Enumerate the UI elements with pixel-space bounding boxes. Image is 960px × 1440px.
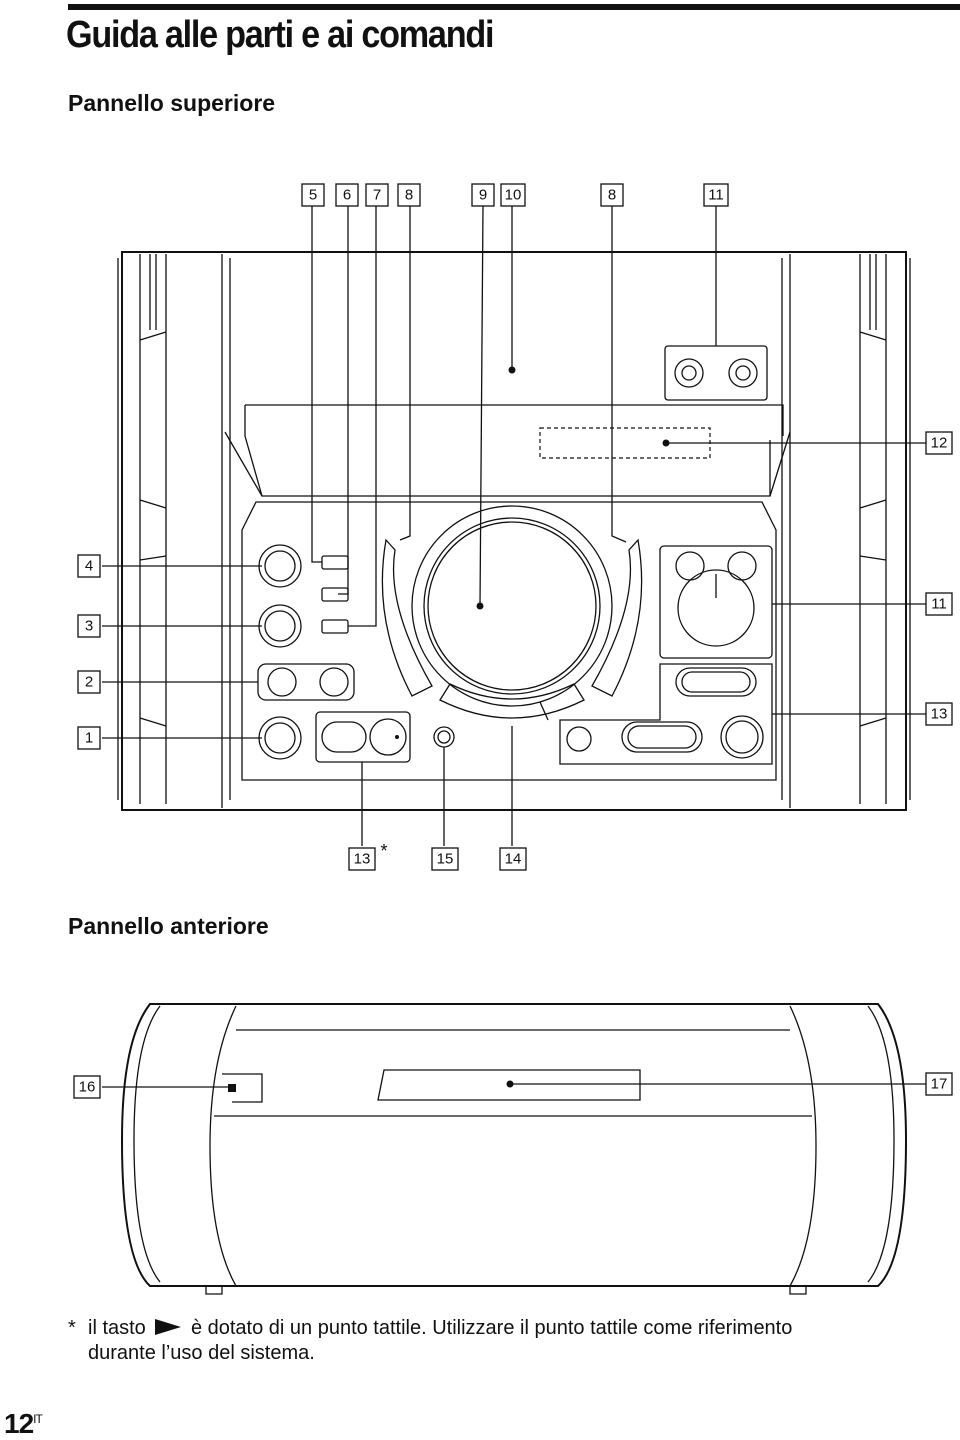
- callout-4: 4: [77, 554, 101, 578]
- callout-7: 7: [365, 183, 389, 207]
- callout-11: 11: [703, 183, 729, 207]
- callout-3: 3: [77, 614, 101, 638]
- callout-13-star: 13: [348, 847, 376, 871]
- callout-6: 6: [335, 183, 359, 207]
- svg-text:17: 17: [931, 1076, 948, 1093]
- header-rule: [68, 4, 960, 10]
- callout-2: 2: [77, 670, 101, 694]
- svg-text:5: 5: [309, 187, 317, 204]
- svg-text:10: 10: [505, 187, 522, 204]
- callout-16: 16: [73, 1075, 101, 1099]
- svg-text:8: 8: [608, 187, 616, 204]
- top-panel-callouts: 5 6 7 8 9 10 8 11 12 4 11 3 2 13 1 13 15…: [77, 183, 953, 871]
- callout-5: 5: [301, 183, 325, 207]
- footnote-text-after: è dotato di un punto tattile. Utilizzare…: [190, 1317, 793, 1339]
- svg-text:1: 1: [85, 730, 93, 747]
- svg-text:9: 9: [479, 187, 487, 204]
- page-number-value: 12: [4, 1408, 34, 1439]
- footnote: * il tasto è dotato di un punto tattile. …: [68, 1316, 948, 1366]
- page-language: IT: [33, 1412, 43, 1426]
- callout-12: 12: [925, 431, 953, 455]
- front-panel-drawing: [120, 1003, 908, 1295]
- front-panel-callouts: 16 17: [73, 1072, 953, 1099]
- callout-17: 17: [925, 1072, 953, 1096]
- svg-text:4: 4: [85, 558, 93, 575]
- callout-8: 8: [397, 183, 421, 207]
- callout-9: 9: [471, 183, 495, 207]
- svg-text:2: 2: [85, 674, 93, 691]
- svg-text:11: 11: [708, 187, 724, 204]
- svg-text:15: 15: [437, 851, 454, 868]
- device-diagram: 5 6 7 8 9 10 8 11 12 4 11 3 2 13 1 13 15…: [73, 183, 953, 1295]
- svg-text:3: 3: [85, 618, 93, 635]
- section-title-front-panel: Pannello anteriore: [68, 913, 269, 939]
- page-title: Guida alle parti e ai comandi: [66, 14, 494, 56]
- front-panel-leaders: [102, 1080, 926, 1088]
- callout-11b: 11: [925, 592, 953, 616]
- callout-1: 1: [77, 726, 101, 750]
- footnote-text-before: il tasto: [88, 1317, 146, 1339]
- svg-text:16: 16: [79, 1079, 96, 1096]
- callout-13: 13: [925, 702, 953, 726]
- callout-14: 14: [499, 847, 527, 871]
- top-panel-drawing: [117, 251, 911, 811]
- callout-15: 15: [431, 847, 459, 871]
- svg-text:14: 14: [505, 851, 522, 868]
- svg-text:8: 8: [405, 187, 413, 204]
- callout-8b: 8: [600, 183, 624, 207]
- top-panel-leaders: [102, 205, 926, 846]
- svg-text:13: 13: [931, 706, 948, 723]
- page-number: 12IT: [4, 1408, 43, 1440]
- svg-text:6: 6: [343, 187, 351, 204]
- callout-asterisk: *: [380, 841, 387, 861]
- svg-text:13: 13: [354, 851, 371, 868]
- svg-text:7: 7: [373, 187, 381, 204]
- play-icon: [155, 1319, 182, 1335]
- footnote-marker: *: [68, 1317, 76, 1339]
- footnote-line2: durante l’uso del sistema.: [88, 1342, 315, 1364]
- svg-text:12: 12: [931, 435, 948, 452]
- svg-text:11: 11: [931, 596, 947, 613]
- callout-10: 10: [500, 183, 526, 207]
- section-title-top-panel: Pannello superiore: [68, 90, 276, 116]
